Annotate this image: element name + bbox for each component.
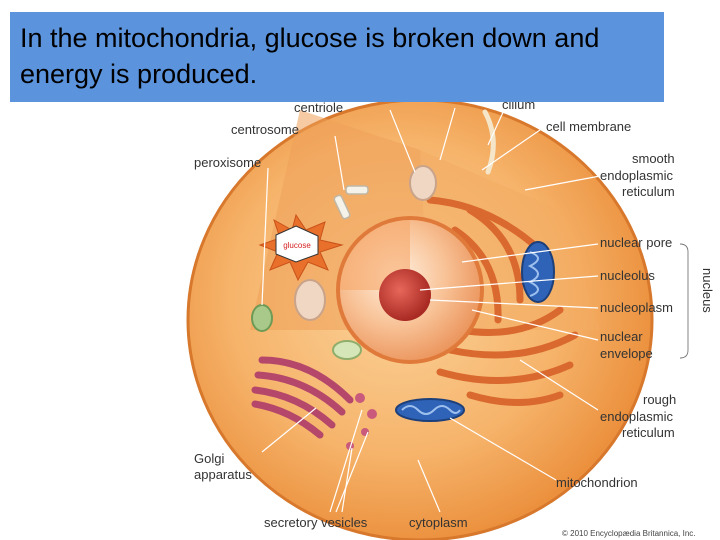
label-centrosome: centrosome [231, 122, 299, 137]
label-peroxisome: peroxisome [194, 155, 261, 170]
glucose-label: glucose [283, 241, 311, 250]
label-nucleoplasm: nucleoplasm [600, 300, 673, 315]
label-smooth-er-2: endoplasmic [600, 168, 673, 183]
caption-box: In the mitochondria, glucose is broken d… [10, 12, 664, 102]
label-rough-er-2: endoplasmic [600, 409, 673, 424]
label-nucleolus: nucleolus [600, 268, 655, 283]
label-smooth-er-3: reticulum [622, 184, 675, 199]
nucleus-bracket [680, 244, 688, 358]
nucleolus [379, 269, 431, 321]
label-secretory-vesicles: secretory vesicles [264, 515, 368, 530]
label-nuclear-pore: nuclear pore [600, 235, 672, 250]
label-rough-er-1: rough [643, 392, 676, 407]
label-nucleus: nucleus [700, 268, 715, 313]
label-centriole: centriole [294, 100, 343, 115]
copyright-credit: © 2010 Encyclopædia Britannica, Inc. [562, 529, 696, 538]
label-cell-membrane: cell membrane [546, 119, 631, 134]
label-nuclear-envelope-2: envelope [600, 346, 653, 361]
label-golgi-1: Golgi [194, 451, 224, 466]
label-smooth-er-1: smooth [632, 151, 675, 166]
peroxisome-shape [252, 305, 272, 331]
label-cytoplasm: cytoplasm [409, 515, 468, 530]
vacuole-shape [295, 280, 325, 320]
vesicle-shape [410, 166, 436, 200]
label-nuclear-envelope-1: nuclear [600, 329, 643, 344]
caption-text: In the mitochondria, glucose is broken d… [20, 20, 654, 92]
label-rough-er-3: reticulum [622, 425, 675, 440]
label-golgi-2: apparatus [194, 467, 252, 482]
label-mitochondrion: mitochondrion [556, 475, 638, 490]
lysosome-shape [333, 341, 361, 359]
mitochondrion-bottom [396, 399, 464, 421]
